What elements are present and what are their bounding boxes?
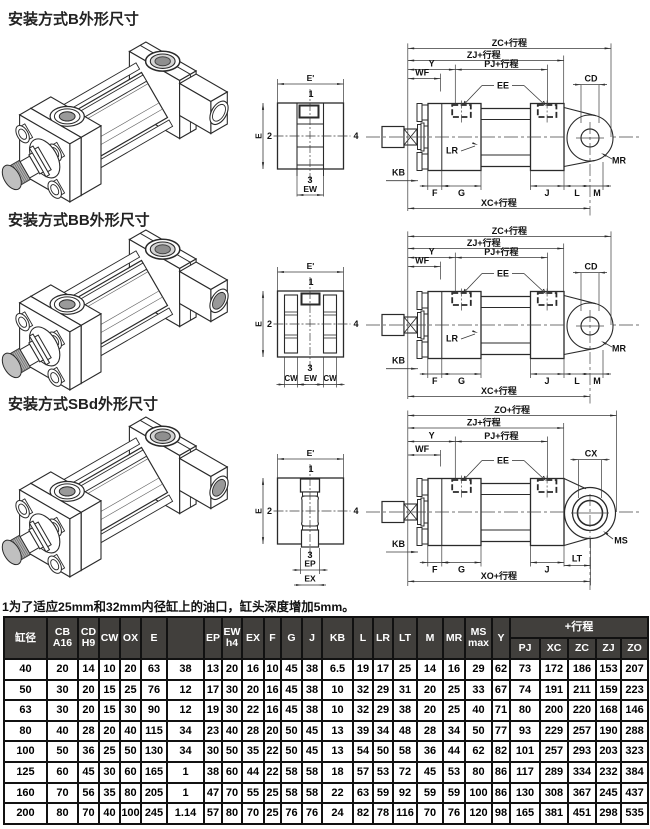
svg-text:CW: CW: [323, 374, 337, 383]
svg-text:KB: KB: [392, 168, 405, 178]
svg-text:WF: WF: [415, 444, 429, 454]
svg-text:CD: CD: [585, 261, 598, 271]
svg-text:L: L: [574, 376, 580, 386]
svg-text:3: 3: [307, 550, 312, 560]
svg-text:2: 2: [267, 506, 272, 516]
svg-text:1: 1: [308, 464, 313, 474]
svg-text:KB: KB: [392, 356, 405, 366]
svg-text:G: G: [458, 565, 465, 575]
svg-text:ZJ+行程: ZJ+行程: [467, 49, 501, 60]
svg-text:L: L: [574, 188, 580, 198]
svg-text:WF: WF: [415, 256, 429, 266]
svg-text:1: 1: [308, 89, 313, 99]
svg-text:ZJ+行程: ZJ+行程: [467, 237, 501, 248]
svg-text:F: F: [432, 376, 438, 386]
svg-text:4: 4: [353, 131, 358, 141]
svg-text:2: 2: [267, 319, 272, 329]
svg-text:E': E': [307, 261, 315, 271]
svg-text:KB: KB: [392, 539, 405, 549]
svg-text:PJ+行程: PJ+行程: [484, 430, 518, 441]
svg-text:EP: EP: [304, 559, 316, 569]
svg-text:EE: EE: [497, 80, 509, 90]
svg-text:CD: CD: [585, 73, 598, 83]
svg-text:3: 3: [307, 363, 312, 373]
svg-text:F: F: [432, 565, 438, 575]
svg-text:4: 4: [353, 319, 358, 329]
svg-text:CX: CX: [585, 448, 598, 458]
svg-text:PJ+行程: PJ+行程: [484, 58, 518, 69]
svg-text:E': E': [307, 448, 315, 458]
svg-text:EX: EX: [304, 574, 316, 584]
svg-text:2: 2: [267, 131, 272, 141]
svg-text:3: 3: [307, 175, 312, 185]
svg-text:G: G: [458, 188, 465, 198]
svg-text:E: E: [254, 321, 264, 327]
svg-text:EE: EE: [497, 268, 509, 278]
svg-text:LT: LT: [572, 554, 583, 564]
svg-text:J: J: [544, 376, 549, 386]
svg-text:G: G: [458, 376, 465, 386]
svg-text:MS: MS: [614, 536, 628, 546]
svg-text:F: F: [432, 188, 438, 198]
svg-text:Y: Y: [429, 59, 435, 69]
svg-text:E: E: [254, 133, 264, 139]
svg-text:M: M: [593, 376, 601, 386]
svg-text:EW: EW: [304, 374, 317, 383]
svg-text:XC+行程: XC+行程: [481, 197, 517, 208]
svg-text:MR: MR: [612, 344, 626, 354]
svg-text:ZO+行程: ZO+行程: [494, 404, 530, 415]
svg-text:LR: LR: [446, 146, 458, 156]
svg-text:ZC+行程: ZC+行程: [492, 225, 527, 236]
svg-text:1: 1: [308, 277, 313, 287]
svg-text:ZJ+行程: ZJ+行程: [467, 417, 501, 428]
svg-text:4: 4: [353, 506, 358, 516]
svg-text:EE: EE: [497, 455, 509, 465]
svg-text:WF: WF: [415, 68, 429, 78]
svg-text:Y: Y: [429, 431, 435, 441]
svg-text:J: J: [544, 565, 549, 575]
svg-text:MR: MR: [612, 156, 626, 166]
svg-text:XC+行程: XC+行程: [481, 385, 517, 396]
svg-text:LR: LR: [446, 334, 458, 344]
svg-text:J: J: [544, 188, 549, 198]
svg-text:EW: EW: [303, 184, 318, 194]
svg-text:E: E: [254, 508, 264, 514]
svg-text:XO+行程: XO+行程: [481, 570, 517, 581]
svg-text:ZC+行程: ZC+行程: [492, 37, 527, 48]
svg-text:Y: Y: [429, 247, 435, 257]
svg-text:E': E': [307, 73, 315, 83]
svg-text:CW: CW: [284, 374, 298, 383]
svg-text:M: M: [593, 188, 601, 198]
svg-text:PJ+行程: PJ+行程: [484, 246, 518, 257]
